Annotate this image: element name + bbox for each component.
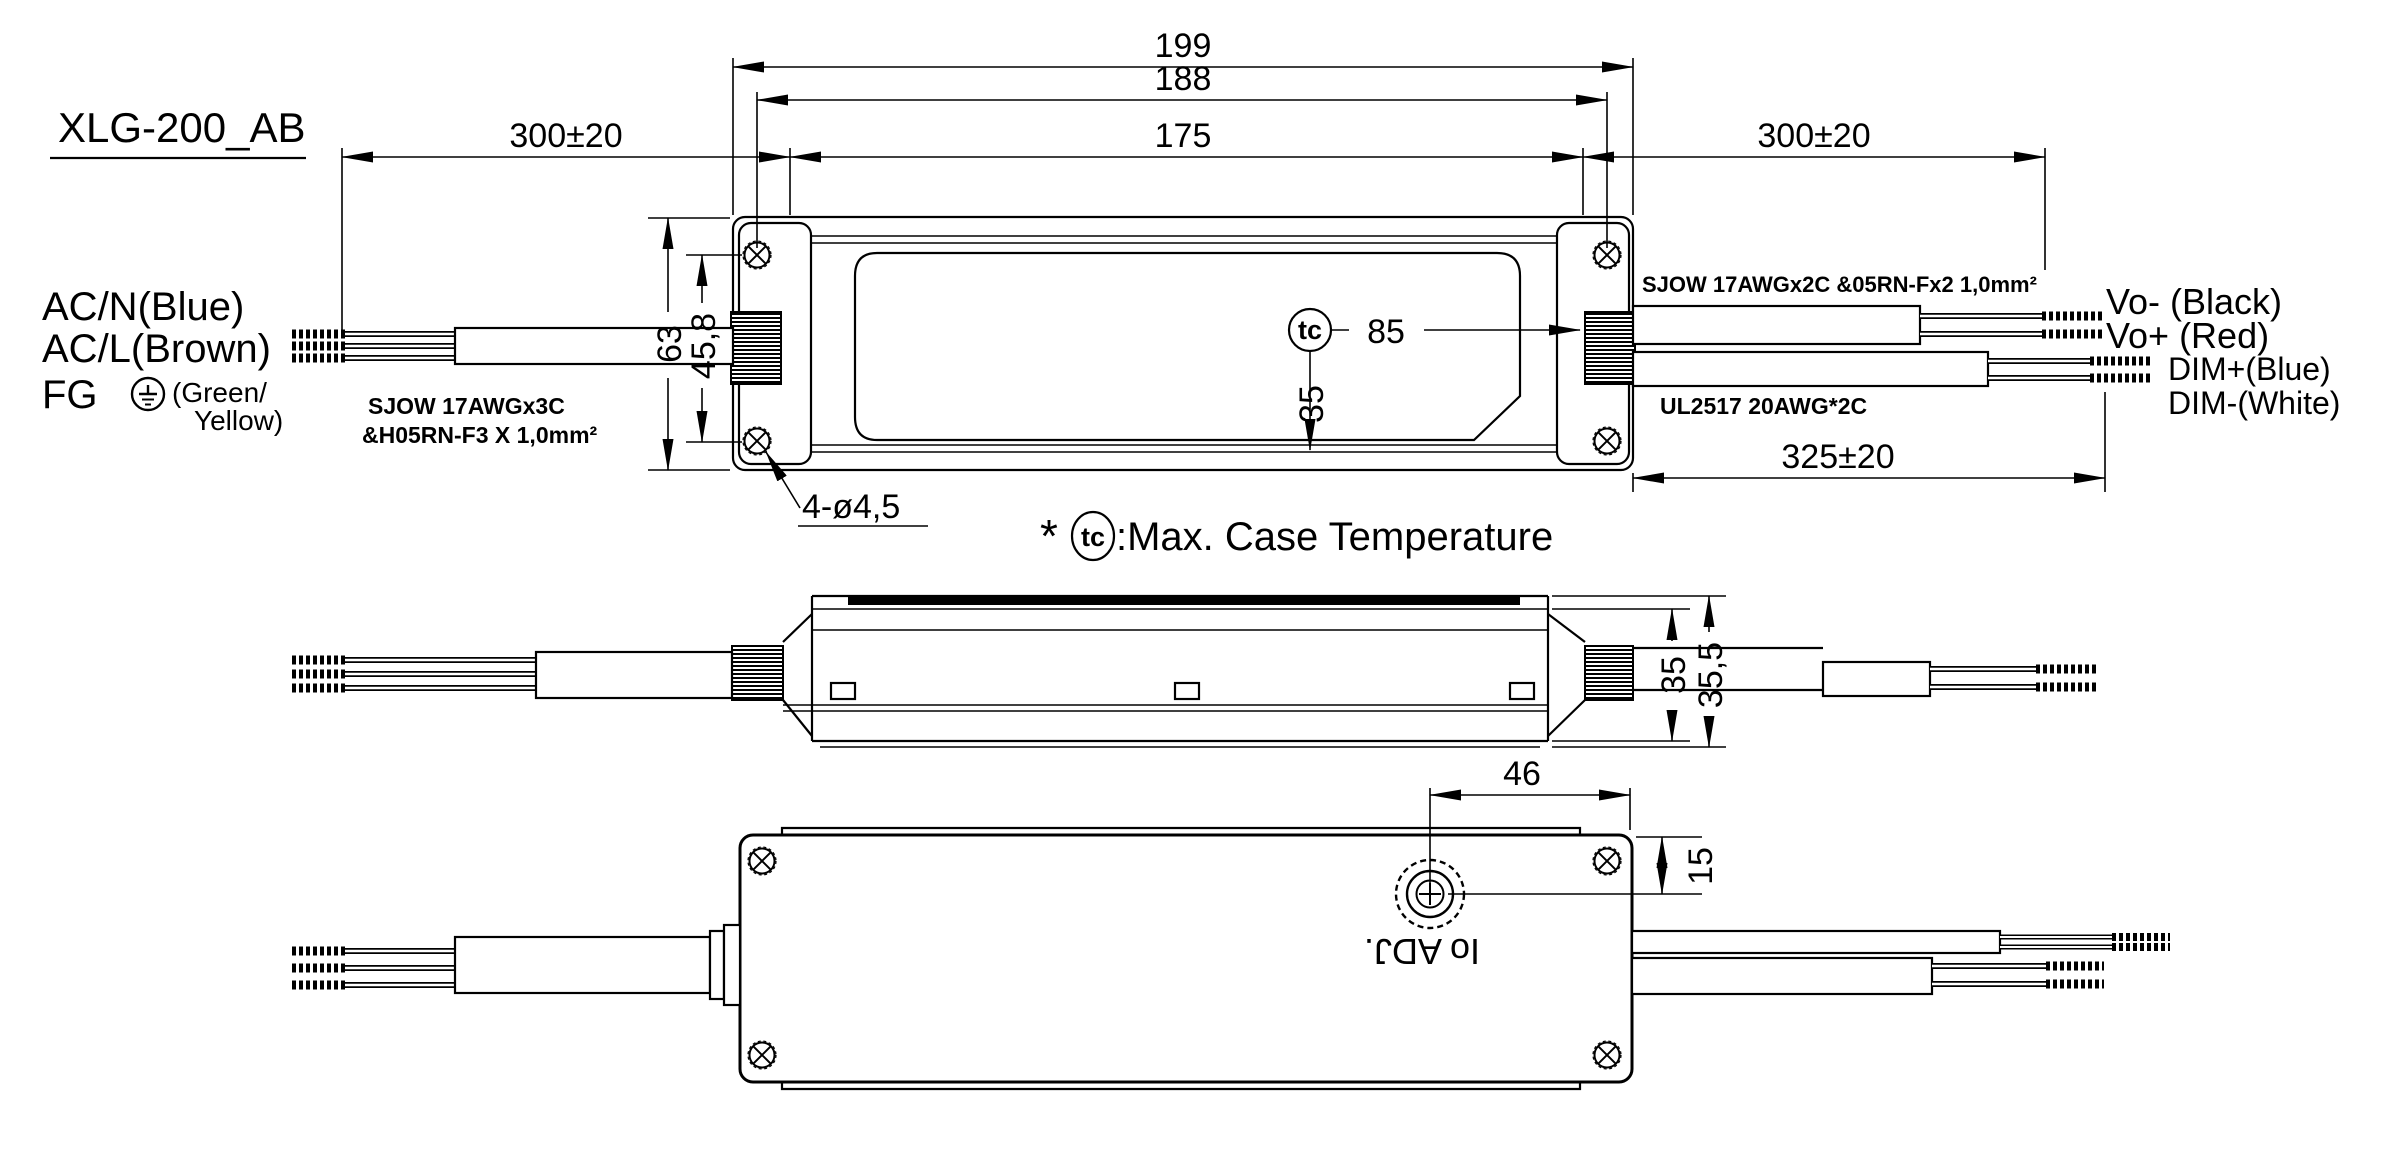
dim-46: 46 xyxy=(1503,755,1541,793)
top-view: tc 85 35 xyxy=(42,27,2340,527)
output-cable-gland xyxy=(1584,311,1636,385)
note-text: :Max. Case Temperature xyxy=(1116,515,1553,559)
dim-dim-cable-length: 325±20 xyxy=(1781,438,1894,476)
side-view: 35 35,5 xyxy=(292,594,2096,748)
earth-ground-icon xyxy=(130,376,166,412)
bottom-output-cable-main xyxy=(1630,956,2104,996)
input-spec-line1: SJOW 17AWGx3C xyxy=(368,393,565,419)
label-vo-plus: Vo+ (Red) xyxy=(2106,315,2269,356)
bottom-output-cable-dim xyxy=(1630,929,2170,955)
screw-bottom-right xyxy=(1592,426,1622,456)
output-cable-dim xyxy=(1631,350,2152,388)
dim-63: 63 xyxy=(651,325,689,363)
top-view-lid xyxy=(853,251,1522,442)
model-name: XLG-200_AB xyxy=(58,104,306,151)
mounting-hole-callout: 4-ø4,5 xyxy=(765,451,928,527)
side-vent-3 xyxy=(1508,681,1536,701)
side-heatsink-bar xyxy=(848,596,1520,605)
side-input-gland xyxy=(731,645,784,701)
dim-199: 199 xyxy=(1155,27,1212,65)
input-cable-jacket xyxy=(453,326,735,366)
output-cable-main xyxy=(1631,304,2102,346)
label-acn: AC/N(Blue) xyxy=(42,285,244,329)
input-cable-gland xyxy=(730,311,782,385)
dim-cable-spec: UL2517 20AWG*2C xyxy=(1660,393,1867,419)
bottom-view-body xyxy=(738,833,1634,1084)
left-dimensions: 63 45,8 xyxy=(648,217,742,471)
label-fg-color1: (Green/ xyxy=(172,377,267,408)
top-dimensions: 199 188 175 300±20 300±20 325±20 xyxy=(341,27,2106,492)
dim-output-cable-length: 300±20 xyxy=(1757,117,1870,155)
output-spec-main: SJOW 17AWGx2C &05RN-Fx2 1,0mm² xyxy=(1642,272,2037,297)
output-wire-labels: SJOW 17AWGx2C &05RN-Fx2 1,0mm² Vo- (Blac… xyxy=(1642,272,2340,421)
dim-35-top: 35 xyxy=(1293,385,1331,423)
label-fg-color2: Yellow) xyxy=(194,405,283,436)
side-vent-2 xyxy=(1173,681,1201,701)
label-dim-plus: DIM+(Blue) xyxy=(2168,351,2331,387)
bottom-view: Io ADJ. xyxy=(292,755,2170,1091)
dim-175: 175 xyxy=(1155,117,1212,155)
label-vo-minus: Vo- (Black) xyxy=(2106,281,2282,322)
input-wire-labels: AC/N(Blue) AC/L(Brown) FG (Green/ Yellow… xyxy=(42,285,598,448)
bottom-input-cable xyxy=(292,923,742,1007)
dim-85: 85 xyxy=(1367,313,1405,351)
dim-45-8: 45,8 xyxy=(685,313,723,379)
dim-35-side: 35 xyxy=(1655,656,1693,694)
note-asterisk: * xyxy=(1040,510,1058,562)
side-output-cable xyxy=(1633,646,2096,698)
side-input-cable xyxy=(292,650,734,700)
title-block: XLG-200_AB xyxy=(50,104,306,160)
dim-15: 15 xyxy=(1682,847,1720,885)
note-max-case-temperature: * tc :Max. Case Temperature xyxy=(1040,510,1553,562)
label-acl: AC/L(Brown) xyxy=(42,327,271,371)
input-cable xyxy=(292,326,735,366)
note-tc-symbol: tc xyxy=(1081,522,1105,552)
input-spec-line2: &H05RN-F3 X 1,0mm² xyxy=(362,422,598,448)
dim-holes: 4-ø4,5 xyxy=(802,488,900,526)
label-dim-minus: DIM-(White) xyxy=(2168,385,2340,421)
side-dimensions: 35 35,5 xyxy=(1552,595,1730,748)
bottom-dimensions: 46 15 xyxy=(1429,755,1720,898)
screw-bottom-left xyxy=(742,426,772,456)
dim-188: 188 xyxy=(1155,60,1212,98)
side-vent-1 xyxy=(829,681,857,701)
dim-input-cable-length: 300±20 xyxy=(509,117,622,155)
pot-label: Io ADJ. xyxy=(1364,931,1480,972)
dim-35-5-side: 35,5 xyxy=(1692,642,1730,708)
tc-callout: tc 85 35 xyxy=(1287,307,1581,451)
side-output-gland xyxy=(1584,645,1634,701)
label-fg: FG xyxy=(42,373,98,417)
tc-symbol: tc xyxy=(1298,315,1322,345)
